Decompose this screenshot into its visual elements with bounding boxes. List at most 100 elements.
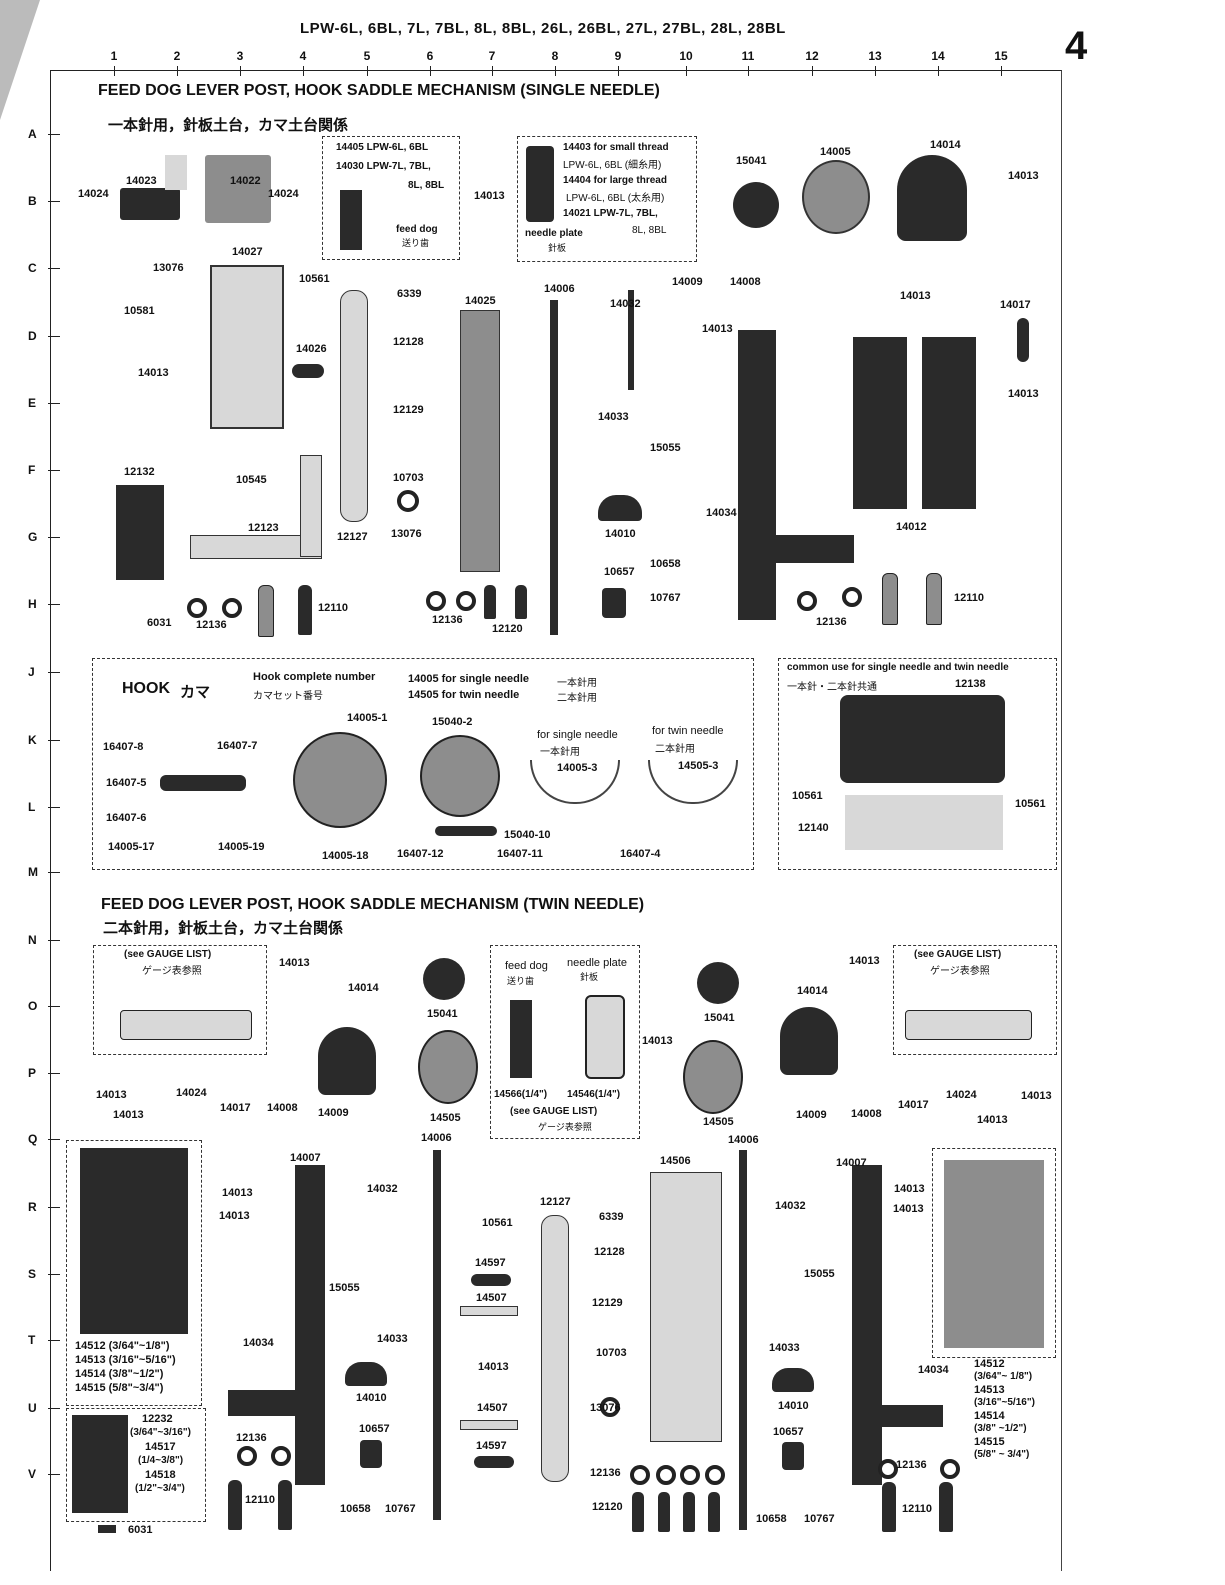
label-t10658-b: 10658 <box>756 1513 787 1525</box>
right-plate-item-5: 14514 <box>974 1410 1005 1422</box>
hook-complete-jp: カマセット番号 <box>253 691 323 702</box>
left-small-item-4: (1/4~3/8") <box>138 1455 184 1466</box>
label-t14507-a: 14507 <box>476 1292 507 1304</box>
row-letter: J <box>28 665 35 679</box>
right-plate-item-4: (3/16"~5/16") <box>974 1397 1035 1408</box>
part-14032-rod <box>628 290 634 390</box>
column-number: 11 <box>741 49 755 63</box>
label-12136-c: 12136 <box>816 616 847 628</box>
row-tick <box>48 740 60 741</box>
label-14023: 14023 <box>126 175 157 187</box>
label-12127: 12127 <box>337 531 368 543</box>
row-tick <box>48 403 60 404</box>
label-14013-c: 14013 <box>900 290 931 302</box>
row-letter: G <box>28 530 38 544</box>
twin-feed-dog-number: 14566(1/4") <box>494 1089 548 1100</box>
hook-for-twin: for twin needle <box>652 725 724 737</box>
label-14008: 14008 <box>730 276 761 288</box>
part-14007-post <box>738 330 776 620</box>
label-t14013-c: 14013 <box>849 955 880 967</box>
label-15041: 15041 <box>736 155 767 167</box>
gauge-left-caption-jp: ゲージ表参照 <box>142 966 202 977</box>
column-number: 1 <box>110 49 118 63</box>
label-t14010-b: 14010 <box>778 1400 809 1412</box>
row-letter: U <box>28 1401 37 1415</box>
common-12140-plate <box>845 795 1003 850</box>
gauge-box-right <box>893 945 1057 1055</box>
label-t14017-b: 14017 <box>898 1099 929 1111</box>
part-12120-bolt-b <box>515 585 527 619</box>
part-12136-ring-b <box>222 598 242 618</box>
row-letter: K <box>28 733 37 747</box>
row-letter: R <box>28 1200 37 1214</box>
label-t14034-b: 14034 <box>918 1364 949 1376</box>
part-12110-bolt-c <box>882 573 898 625</box>
label-16407-12: 16407-12 <box>397 848 444 860</box>
part-14017-pin <box>1017 318 1029 362</box>
part-14014-cover <box>897 155 967 241</box>
right-plate-item-6: (3/8" ~1/2") <box>974 1423 1027 1434</box>
row-letter: E <box>28 396 37 410</box>
label-14013-a: 14013 <box>474 190 505 202</box>
label-t14505-a: 14505 <box>430 1112 461 1124</box>
row-tick <box>48 336 60 337</box>
part-12136-ring-e <box>797 591 817 611</box>
part-12136-ring-a <box>187 598 207 618</box>
label-14013-e: 14013 <box>138 367 169 379</box>
label-t14007-a: 14007 <box>290 1152 321 1164</box>
hook-single-jp: 一本針用 <box>557 678 597 689</box>
part-12110-bolt-a <box>258 585 274 637</box>
label-t14017-a: 14017 <box>220 1102 251 1114</box>
label-10767: 10767 <box>650 592 681 604</box>
feed-dog-line-2: 14030 LPW-7L, 7BL, <box>336 161 431 172</box>
part-12123-upright <box>300 455 322 557</box>
twin-10657-bush-a <box>360 1440 382 1468</box>
gauge-box-left <box>93 945 267 1055</box>
diagram-frame <box>50 70 1062 1571</box>
twin-12120-bolt-a <box>632 1492 644 1532</box>
common-box <box>778 658 1057 870</box>
twin-14007-post-b <box>852 1165 882 1485</box>
label-t12127: 12127 <box>540 1196 571 1208</box>
hook-15040-10-part <box>435 826 497 836</box>
label-12136-b: 12136 <box>432 614 463 626</box>
left-plate-item-2: 14513 (3/16"~5/16") <box>75 1354 176 1366</box>
left-small-item-3: 14517 <box>145 1441 176 1453</box>
part-15041-disc <box>733 182 779 228</box>
row-tick <box>48 1006 60 1007</box>
label-10703: 10703 <box>393 472 424 484</box>
feed-dog-line-3: 8L, 8BL <box>408 180 445 191</box>
column-tick <box>618 66 619 76</box>
row-letter: D <box>28 329 37 343</box>
label-12128: 12128 <box>393 336 424 348</box>
label-14013-f: 14013 <box>1008 388 1039 400</box>
label-t14013-k: 14013 <box>893 1203 924 1215</box>
row-tick <box>48 470 60 471</box>
column-tick <box>303 66 304 76</box>
twin-12136-ring-d <box>656 1465 676 1485</box>
label-10561-b: 10561 <box>1015 798 1046 810</box>
label-t14013-l: 14013 <box>478 1361 509 1373</box>
twin-section-title-jp: 二本針用，針板土台，カマ土台関係 <box>103 920 344 937</box>
label-16407-4: 16407-4 <box>620 848 661 860</box>
column-tick <box>492 66 493 76</box>
left-plate-item-4: 14515 (5/8"~3/4") <box>75 1382 164 1394</box>
label-14025: 14025 <box>465 295 496 307</box>
label-10561-a: 10561 <box>792 790 823 802</box>
needle-plate-line-1: 14403 for small thread <box>563 142 669 153</box>
part-12110-bolt-b <box>298 585 312 635</box>
needle-plate-box <box>517 136 697 262</box>
label-t12136-b: 12136 <box>590 1467 621 1479</box>
twin-feed-dog: feed dog <box>505 960 548 972</box>
label-15055: 15055 <box>650 442 681 454</box>
row-tick <box>48 1207 60 1208</box>
row-letter: H <box>28 597 37 611</box>
label-t6031: 6031 <box>128 1524 153 1536</box>
label-t14009-b: 14009 <box>796 1109 827 1121</box>
label-t14008-b: 14008 <box>851 1108 882 1120</box>
label-t14033-b: 14033 <box>769 1342 800 1354</box>
label-12110-a: 12110 <box>318 602 348 614</box>
twin-12136-ring-e <box>680 1465 700 1485</box>
label-t14013-i: 14013 <box>894 1183 925 1195</box>
row-tick <box>48 672 60 673</box>
